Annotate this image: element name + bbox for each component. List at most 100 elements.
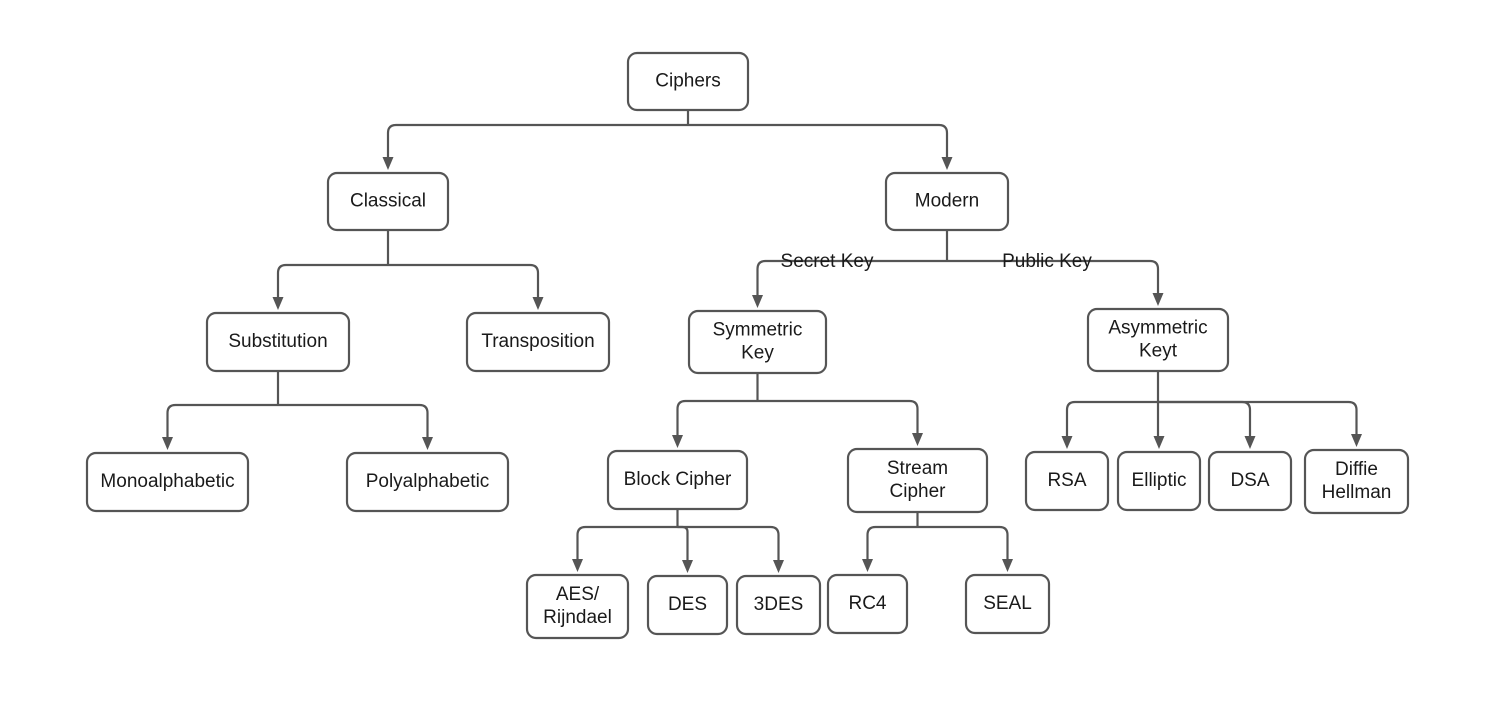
node-polyalphabetic[interactable]: Polyalphabetic: [345, 451, 510, 513]
edges-layer: [162, 110, 1362, 573]
edge-arrowhead-e-stream-seal: [1002, 559, 1013, 572]
node-label-des: DES: [668, 594, 707, 615]
node-box-monoalphabetic: [85, 451, 250, 513]
edge-e-classical-substitution: [276, 263, 388, 297]
edge-e-block-des: [677, 525, 689, 560]
node-des[interactable]: DES: [646, 574, 729, 636]
edge-arrowhead-e-block-3des: [773, 560, 784, 573]
edge-arrowhead-e-sub-poly: [422, 437, 433, 450]
node-label-block-cipher: Block Cipher: [624, 469, 732, 490]
edge-label-e-modern-symmetric: Secret Key: [781, 251, 874, 272]
edge-e-classical-transposition: [388, 263, 540, 297]
edge-e-block-aes: [576, 525, 678, 559]
node-classical[interactable]: Classical: [326, 171, 450, 232]
edge-arrowhead-e-asym-elliptic: [1153, 436, 1165, 449]
node-box-polyalphabetic: [345, 451, 510, 513]
node-label-monoalphabetic: Monoalphabetic: [100, 471, 234, 492]
node-box-transposition: [465, 311, 611, 373]
node-label-symmetric: Symmetric: [713, 320, 803, 341]
edge-e-sym-stream: [757, 399, 919, 433]
edge-arrowhead-e-asym-rsa: [1061, 436, 1073, 449]
node-dsa[interactable]: DSA: [1207, 450, 1293, 512]
node-label-stream-cipher: Cipher: [890, 481, 947, 502]
edge-arrowhead-e-sym-stream: [912, 433, 923, 446]
node-rc4[interactable]: RC4: [826, 573, 909, 635]
node-modern[interactable]: Modern: [884, 171, 1010, 232]
node-label-symmetric: Key: [741, 343, 774, 364]
node-label-seal: SEAL: [983, 593, 1032, 614]
node-label-polyalphabetic: Polyalphabetic: [366, 471, 490, 492]
node-label-stream-cipher: Stream: [887, 458, 948, 479]
node-label-classical: Classical: [350, 191, 426, 212]
node-substitution[interactable]: Substitution: [205, 311, 351, 373]
edge-e-block-3des: [677, 525, 780, 560]
edge-e-ciphers-modern: [688, 123, 949, 157]
node-label-ciphers: Ciphers: [655, 71, 720, 92]
edge-arrowhead-e-ciphers-classical: [382, 157, 394, 170]
node-box-3des: [735, 574, 822, 636]
node-box-stream-cipher: [846, 447, 989, 514]
edge-arrowhead-e-asym-dsa: [1244, 436, 1256, 449]
node-box-aes-rijndael: [525, 573, 630, 640]
node-label-rsa: RSA: [1047, 470, 1086, 491]
node-block-cipher[interactable]: Block Cipher: [606, 449, 749, 511]
node-label-diffie-hellman: Diffie: [1335, 459, 1378, 480]
node-box-dsa: [1207, 450, 1293, 512]
node-label-aes-rijndael: AES/: [556, 584, 600, 605]
node-box-classical: [326, 171, 450, 232]
node-label-asymmetric: Asymmetric: [1108, 318, 1207, 339]
node-label-diffie-hellman: Hellman: [1322, 482, 1392, 503]
node-box-block-cipher: [606, 449, 749, 511]
node-box-elliptic: [1116, 450, 1202, 512]
edge-e-stream-seal: [917, 525, 1009, 559]
edge-arrowhead-e-classical-transposition: [532, 297, 544, 310]
node-elliptic[interactable]: Elliptic: [1116, 450, 1202, 512]
node-transposition[interactable]: Transposition: [465, 311, 611, 373]
node-seal[interactable]: SEAL: [964, 573, 1051, 635]
node-label-transposition: Transposition: [481, 331, 594, 352]
node-monoalphabetic[interactable]: Monoalphabetic: [85, 451, 250, 513]
edge-arrowhead-e-sub-mono: [162, 437, 173, 450]
edge-e-asym-rsa: [1065, 400, 1158, 436]
edge-arrowhead-e-modern-symmetric: [752, 295, 763, 308]
edge-arrowhead-e-asym-diffie: [1351, 434, 1362, 447]
node-label-rc4: RC4: [848, 593, 886, 614]
node-ciphers[interactable]: Ciphers: [626, 51, 750, 112]
edge-e-sub-mono: [166, 403, 278, 437]
edge-arrowhead-e-ciphers-modern: [941, 157, 953, 170]
node-label-substitution: Substitution: [228, 331, 327, 352]
node-label-asymmetric: Keyt: [1139, 341, 1178, 362]
edge-e-sub-poly: [278, 403, 429, 437]
node-box-modern: [884, 171, 1010, 232]
edge-arrowhead-e-sym-block: [672, 435, 683, 448]
edge-e-stream-rc4: [866, 525, 918, 559]
node-3des[interactable]: 3DES: [735, 574, 822, 636]
edge-arrowhead-e-classical-substitution: [272, 297, 284, 310]
node-box-rc4: [826, 573, 909, 635]
node-label-3des: 3DES: [754, 594, 804, 615]
node-box-symmetric: [687, 309, 828, 375]
node-label-dsa: DSA: [1230, 470, 1269, 491]
node-box-substitution: [205, 311, 351, 373]
node-aes-rijndael[interactable]: AES/Rijndael: [525, 573, 630, 640]
node-label-aes-rijndael: Rijndael: [543, 607, 612, 628]
node-label-elliptic: Elliptic: [1132, 470, 1187, 491]
edge-e-modern-asymmetric: [947, 259, 1160, 293]
edge-arrowhead-e-stream-rc4: [862, 559, 873, 572]
edge-arrowhead-e-modern-asymmetric: [1152, 293, 1164, 306]
edge-e-asym-diffie: [1158, 400, 1358, 434]
node-box-des: [646, 574, 729, 636]
node-box-asymmetric: [1086, 307, 1230, 373]
edge-e-asym-dsa: [1158, 400, 1252, 436]
node-box-diffie-hellman: [1303, 448, 1410, 515]
node-rsa[interactable]: RSA: [1024, 450, 1110, 512]
edge-arrowhead-e-block-des: [682, 560, 693, 573]
